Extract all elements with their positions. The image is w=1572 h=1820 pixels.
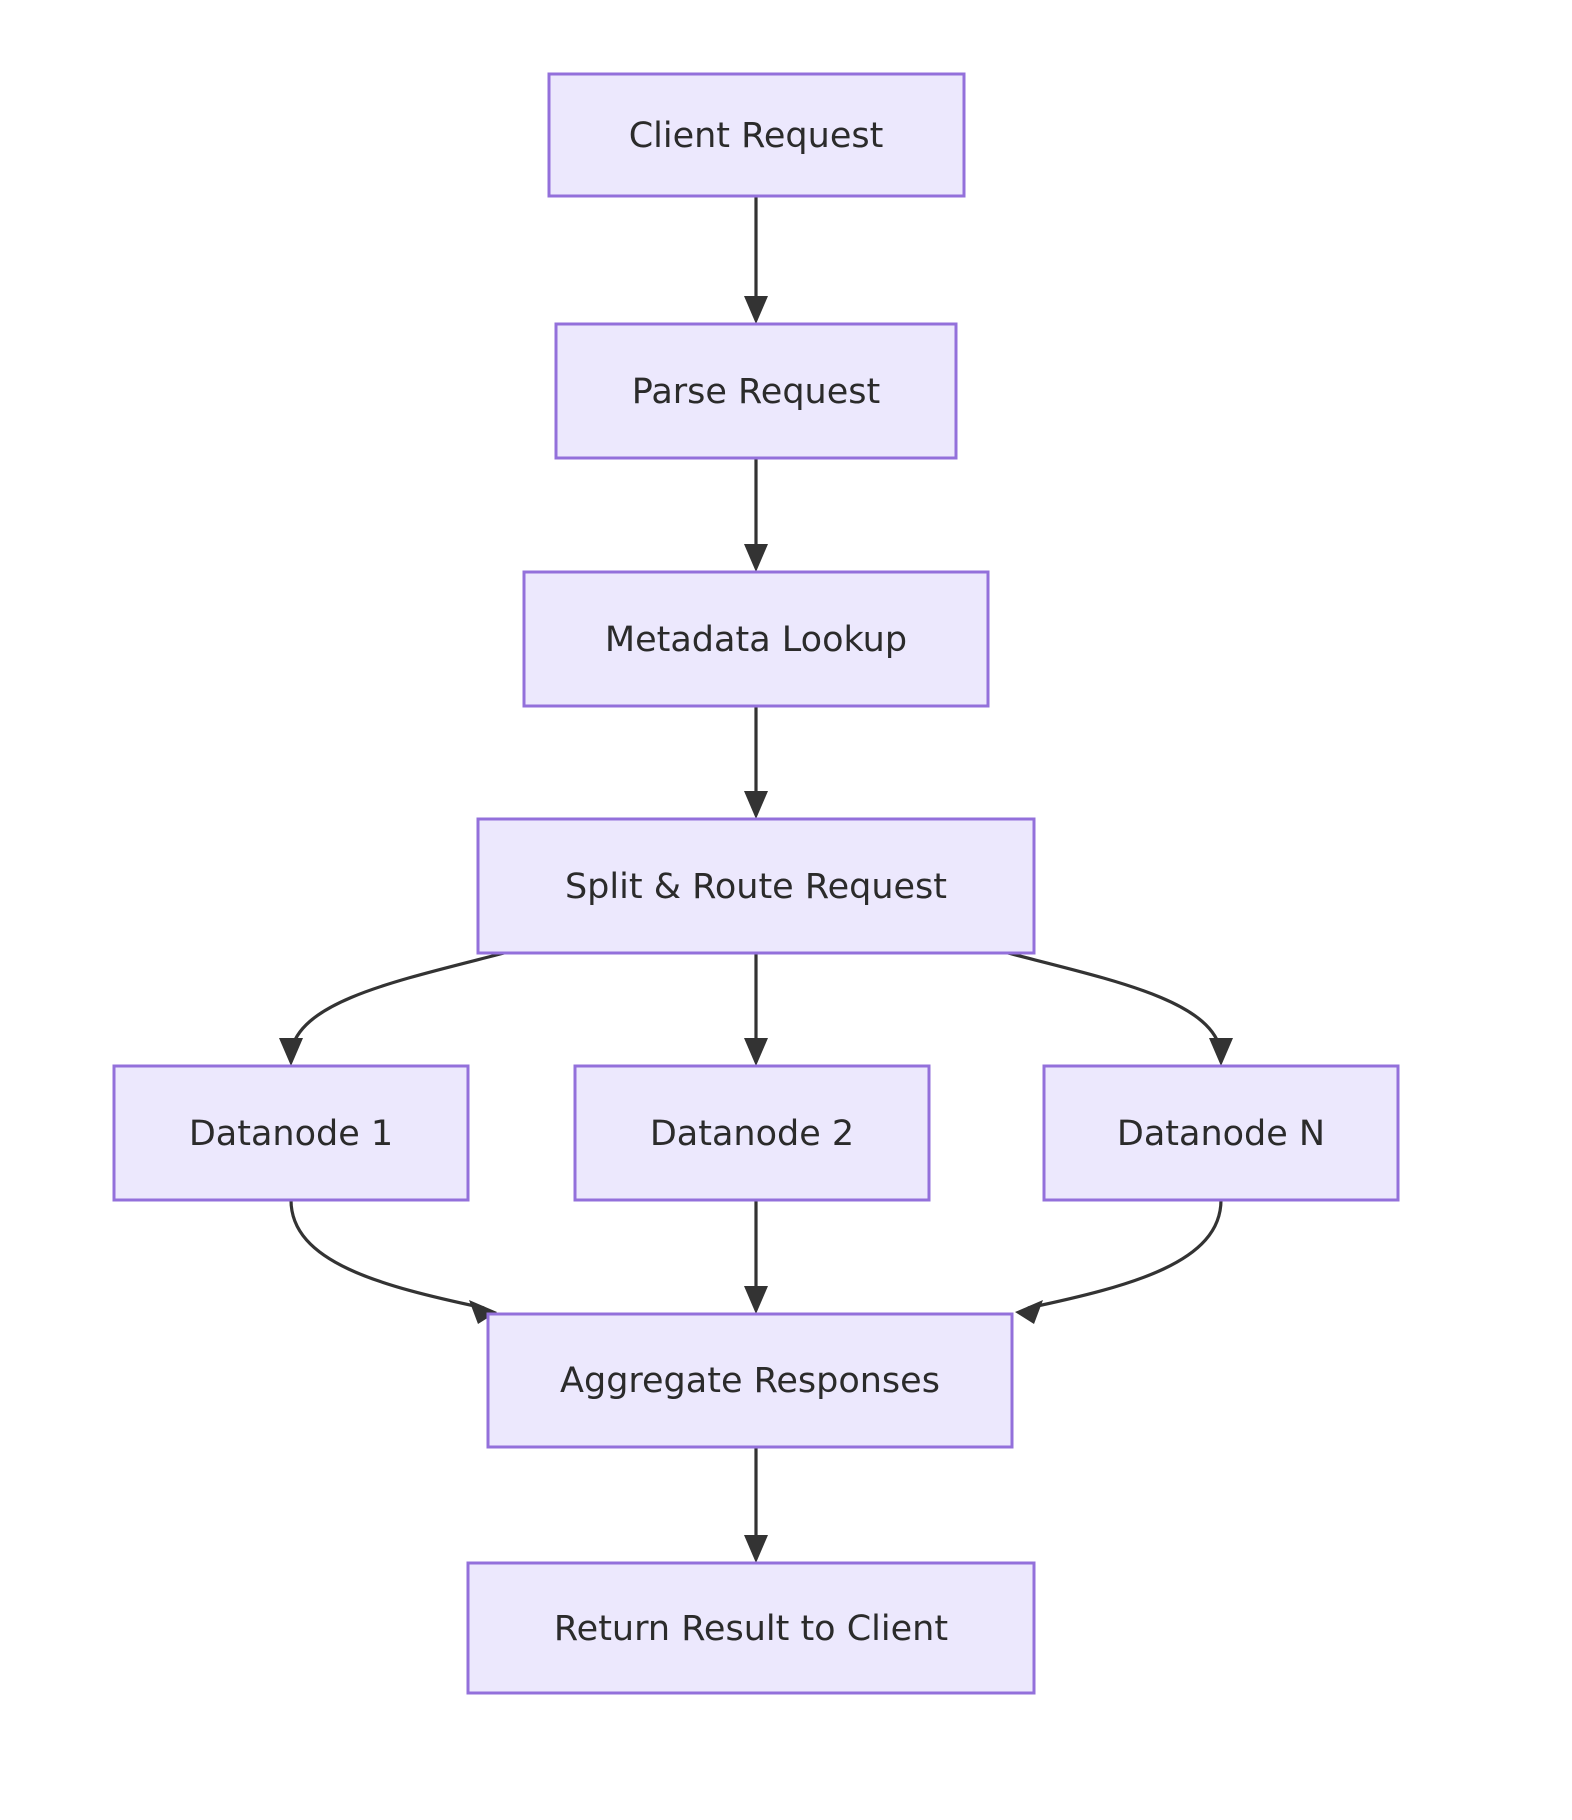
node-layer: Client Request Parse Request Metadata Lo… bbox=[112, 72, 1400, 1695]
node-datanode-n-label: Datanode N bbox=[1117, 1114, 1325, 1154]
arrow-head-icon bbox=[744, 1286, 768, 1314]
edge-line bbox=[289, 1199, 485, 1310]
node-metadata-lookup[interactable]: Metadata Lookup bbox=[522, 570, 990, 708]
edge-parse-request-to-metadata-lookup bbox=[744, 458, 768, 572]
node-aggregate-responses-label: Aggregate Responses bbox=[560, 1361, 940, 1401]
arrow-head-icon bbox=[744, 791, 768, 819]
edge-split-route-request-to-datanode-1 bbox=[279, 950, 509, 1066]
node-datanode-2-label: Datanode 2 bbox=[650, 1114, 854, 1154]
node-return-result-label: Return Result to Client bbox=[554, 1609, 948, 1649]
node-datanode-n-shape[interactable] bbox=[1042, 1064, 1400, 1202]
arrow-head-icon bbox=[744, 544, 768, 572]
edge-line bbox=[289, 950, 509, 1053]
node-metadata-lookup-label: Metadata Lookup bbox=[605, 620, 907, 660]
node-metadata-lookup-shape[interactable] bbox=[522, 570, 990, 708]
node-return-result-shape[interactable] bbox=[466, 1561, 1036, 1695]
node-client-request[interactable]: Client Request bbox=[547, 72, 966, 198]
arrow-head-icon bbox=[1209, 1038, 1233, 1066]
arrow-head-icon bbox=[744, 296, 768, 324]
node-aggregate-responses-shape[interactable] bbox=[486, 1312, 1014, 1449]
edge-metadata-lookup-to-split-route-request bbox=[744, 706, 768, 819]
arrow-head-icon bbox=[744, 1535, 768, 1563]
node-datanode-1-label: Datanode 1 bbox=[189, 1114, 393, 1154]
edge-split-route-request-to-datanode-n bbox=[1003, 950, 1233, 1066]
arrow-head-icon bbox=[469, 1300, 497, 1324]
arrow-head-icon bbox=[1015, 1300, 1043, 1324]
node-parse-request-shape[interactable] bbox=[554, 322, 958, 460]
edge-split-route-request-to-datanode-2 bbox=[744, 952, 768, 1066]
edge-datanode-2-to-aggregate-responses bbox=[744, 1200, 768, 1314]
node-split-route-request-label: Split & Route Request bbox=[565, 867, 947, 907]
node-parse-request-label: Parse Request bbox=[632, 372, 880, 412]
node-parse-request[interactable]: Parse Request bbox=[554, 322, 958, 460]
edge-line bbox=[1003, 950, 1223, 1053]
edge-aggregate-responses-to-return-result bbox=[744, 1447, 768, 1563]
node-datanode-1-shape[interactable] bbox=[112, 1064, 470, 1202]
node-datanode-1[interactable]: Datanode 1 bbox=[112, 1064, 470, 1202]
node-return-result[interactable]: Return Result to Client bbox=[466, 1561, 1036, 1695]
node-datanode-2[interactable]: Datanode 2 bbox=[573, 1064, 931, 1202]
edge-client-request-to-parse-request bbox=[744, 196, 768, 324]
arrow-head-icon bbox=[279, 1038, 303, 1066]
node-split-route-request[interactable]: Split & Route Request bbox=[476, 817, 1036, 955]
node-client-request-label: Client Request bbox=[629, 116, 884, 156]
node-datanode-2-shape[interactable] bbox=[573, 1064, 931, 1202]
node-split-route-request-shape[interactable] bbox=[476, 817, 1036, 955]
edge-datanode-n-to-aggregate-responses bbox=[1015, 1199, 1223, 1324]
arrow-head-icon bbox=[744, 1038, 768, 1066]
edge-line bbox=[1027, 1199, 1223, 1310]
node-datanode-n[interactable]: Datanode N bbox=[1042, 1064, 1400, 1202]
edge-datanode-1-to-aggregate-responses bbox=[289, 1199, 497, 1324]
edge-layer bbox=[279, 196, 1233, 1563]
node-client-request-shape[interactable] bbox=[547, 72, 966, 198]
node-aggregate-responses[interactable]: Aggregate Responses bbox=[486, 1312, 1014, 1449]
